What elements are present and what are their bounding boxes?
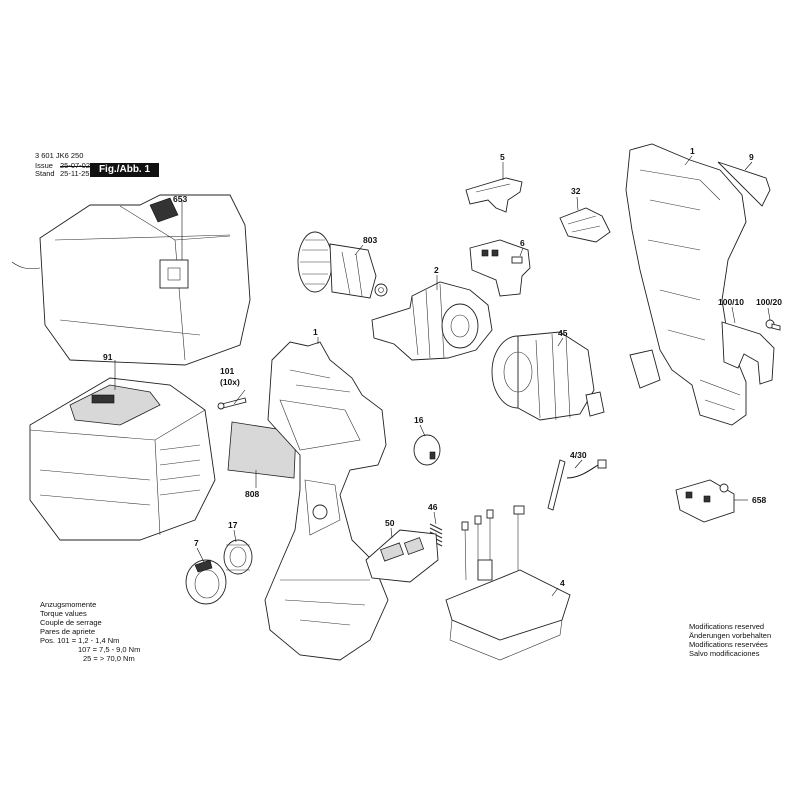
screw-101-drawing — [217, 397, 247, 410]
screw-10020-drawing — [765, 319, 781, 331]
torque-line: Torque values — [40, 609, 87, 618]
battery-drawing — [29, 377, 216, 541]
housing-half-right-drawing — [625, 143, 747, 426]
modifications-note: Modifications reserved Änderungen vorbeh… — [689, 622, 771, 658]
modifications-line: Modifications reservées — [689, 640, 768, 649]
disc-16-drawing — [413, 434, 441, 466]
part-label-9: 9 — [749, 152, 754, 162]
label-sheet-drawing — [227, 421, 297, 479]
part-label-658: 658 — [752, 495, 766, 505]
knob-7-drawing — [185, 559, 227, 605]
part-label-45: 45 — [558, 328, 568, 338]
part-label-7: 7 — [194, 538, 199, 548]
leader-lines — [114, 155, 771, 597]
stand-label: Stand — [35, 169, 55, 178]
part-label-1-left: 1 — [313, 327, 318, 337]
modifications-line: Salvo modificaciones — [689, 649, 760, 658]
electronics-board-4-drawing — [445, 459, 571, 661]
part-label-10010: 100/10 — [718, 297, 744, 307]
part-label-1-right: 1 — [690, 146, 695, 156]
torque-line: Pares de apriete — [40, 627, 96, 636]
gearbox-45-drawing — [491, 331, 605, 421]
part-label-4: 4 — [560, 578, 565, 588]
part-label-16: 16 — [414, 415, 424, 425]
cap-32-drawing — [559, 207, 611, 243]
modifications-line: Änderungen vorbehalten — [689, 631, 772, 640]
torque-line: Anzugsmomente — [40, 600, 97, 609]
part-label-430: 4/30 — [570, 450, 587, 460]
switch-part-5-drawing — [465, 177, 523, 213]
part-label-101: 101 — [220, 366, 234, 376]
part-label-50: 50 — [385, 518, 395, 528]
part-label-653: 653 — [173, 194, 187, 204]
charger-drawing — [11, 194, 251, 366]
figure-badge: Fig./Abb. 1 — [90, 163, 159, 177]
modifications-line: Modifications reserved — [689, 622, 765, 631]
part-label-46: 46 — [428, 502, 438, 512]
issue-date-strikethrough — [60, 166, 90, 167]
motor-803-drawing — [297, 231, 388, 299]
part-label-17: 17 — [228, 520, 238, 530]
part-label-10020: 100/20 — [756, 297, 782, 307]
stand-date: 25-11-25 — [60, 169, 90, 178]
torque-line: 107 = 7,5 - 9,0 Nm — [78, 645, 141, 654]
part-label-5: 5 — [500, 152, 505, 162]
part-label-101-qty: (10x) — [220, 377, 240, 387]
clip-658-drawing — [675, 479, 735, 523]
part-label-803: 803 — [363, 235, 377, 245]
gear-housing-2-drawing — [371, 281, 493, 361]
part-number: 3 601 JK6 250 — [35, 151, 84, 160]
housing-half-left-drawing — [264, 341, 389, 661]
ring-17-drawing — [223, 539, 253, 575]
cable-430-drawing — [566, 459, 607, 479]
cover-50-drawing — [365, 529, 439, 583]
switch-6-drawing — [469, 239, 531, 297]
torque-line: Pos. 101 = 1,2 - 1,4 Nm — [40, 636, 120, 645]
torque-line: Couple de serrage — [40, 618, 102, 627]
bracket-10010-drawing — [721, 321, 775, 385]
torque-line: 25 = > 70,0 Nm — [83, 654, 135, 663]
part-label-91: 91 — [103, 352, 113, 362]
issue-label: Issue — [35, 161, 53, 170]
label-strip-9-drawing — [717, 161, 771, 207]
part-label-32: 32 — [571, 186, 581, 196]
part-label-808: 808 — [245, 489, 259, 499]
part-label-6: 6 — [520, 238, 525, 248]
part-label-2: 2 — [434, 265, 439, 275]
issue-date: 25-07-02 — [60, 161, 90, 171]
part-labels: 653 91 101 (10x) 808 7 17 1 803 2 5 6 32… — [103, 146, 782, 588]
torque-notes: Anzugsmomente Torque values Couple de se… — [40, 600, 140, 663]
